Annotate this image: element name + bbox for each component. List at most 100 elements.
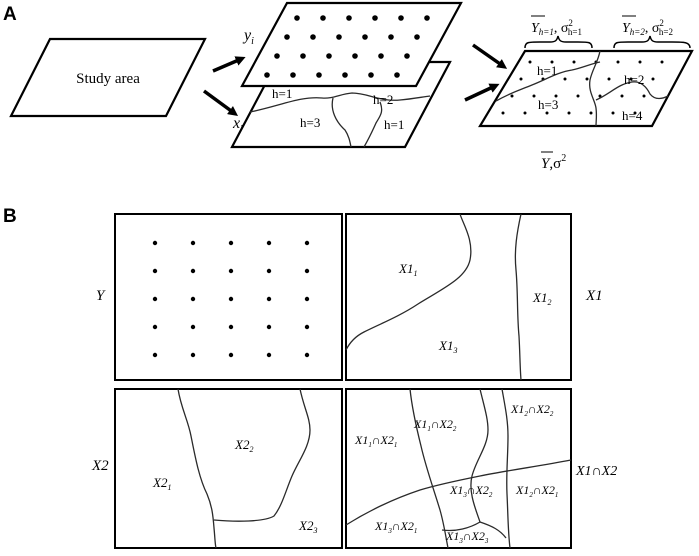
result-boundary-horizontal — [495, 61, 601, 102]
sample-point — [342, 72, 348, 78]
sample-point — [510, 94, 514, 98]
study-area-parallelogram — [9, 37, 207, 118]
sample-point — [545, 111, 549, 115]
sample-point — [501, 111, 505, 115]
sample-point — [633, 111, 637, 115]
sample-points-layer — [240, 1, 463, 88]
sample-point — [190, 296, 196, 302]
y-sample-grid — [152, 240, 310, 358]
overlay-zone-label: X12∩X22 — [510, 402, 554, 418]
arrow-to-y-layer — [212, 56, 246, 73]
x2-boundary-left — [177, 388, 217, 549]
sample-point — [629, 77, 633, 81]
overlay-zone-label: X11∩X21 — [354, 433, 397, 449]
sample-point — [190, 324, 196, 330]
sample-point — [304, 240, 310, 246]
x1-box — [345, 213, 572, 381]
sample-point — [190, 352, 196, 358]
sample-point — [264, 72, 270, 78]
sample-point — [228, 268, 234, 274]
strata-boundary-horizontal — [249, 92, 431, 113]
x1-boundary-left — [345, 213, 472, 351]
sample-point — [563, 77, 567, 81]
sample-point — [304, 296, 310, 302]
sample-point — [554, 94, 558, 98]
lower-stratum-label: h=2 — [373, 92, 393, 107]
strata-boundary-vertical — [331, 97, 352, 148]
sample-point — [346, 15, 352, 21]
sample-point — [266, 296, 272, 302]
panel-b-letter: B — [3, 206, 17, 227]
sample-point — [372, 15, 378, 21]
x1-boundary-right — [514, 213, 522, 381]
sample-point — [638, 60, 642, 64]
x1-x2-overlay-box — [345, 388, 572, 549]
sample-point — [572, 60, 576, 64]
sample-point — [523, 111, 527, 115]
global-estimate-label: Y,σ2 — [541, 153, 566, 172]
arrow-from-y-layer — [471, 43, 508, 69]
overlay-boundary — [345, 459, 572, 526]
sample-point — [304, 268, 310, 274]
sample-point — [550, 60, 554, 64]
panel-a-letter: A — [3, 4, 17, 25]
overlay-zone-label: X13∩X21 — [374, 519, 417, 535]
overlay-zone-label: X13∩X23 — [445, 529, 489, 545]
overlay-zone-label: X12∩X21 — [515, 483, 558, 499]
x1-zone-label: X12 — [532, 290, 551, 307]
sample-point — [642, 94, 646, 98]
brace-left — [524, 35, 593, 49]
x2-zone-label: X23 — [298, 518, 317, 535]
result-stratum-label: h=2 — [624, 72, 644, 87]
sample-point — [528, 60, 532, 64]
sample-point — [266, 240, 272, 246]
x2-boundary-right — [213, 388, 311, 522]
sample-point — [300, 53, 306, 59]
sample-point — [362, 34, 368, 40]
x1-label: X1 — [585, 288, 603, 304]
arrow-from-x-layer — [464, 83, 500, 102]
sample-point — [152, 268, 158, 274]
sample-point — [585, 77, 589, 81]
sample-point — [290, 72, 296, 78]
sample-point — [414, 34, 420, 40]
sample-point — [228, 296, 234, 302]
y-sample-box — [114, 213, 343, 381]
sample-point — [660, 60, 664, 64]
result-sample-points — [501, 60, 664, 115]
brace-right — [613, 35, 691, 49]
sample-point — [266, 324, 272, 330]
y-i-label: yi — [242, 27, 254, 47]
result-boundary-vertical — [588, 50, 601, 127]
sample-point — [152, 324, 158, 330]
sample-point — [228, 352, 234, 358]
overlay-boundary — [501, 388, 511, 549]
lower-stratum-label: h=1 — [272, 86, 292, 101]
sample-point — [611, 111, 615, 115]
sample-point — [519, 77, 523, 81]
study-area-label: Study area — [76, 71, 140, 87]
lower-stratum-label: h=1 — [384, 117, 404, 132]
arrow-to-x-layer — [202, 89, 239, 116]
result-stratum-label: h=4 — [622, 108, 643, 123]
x2-label: X2 — [91, 458, 109, 474]
sample-point — [576, 94, 580, 98]
sample-point — [152, 240, 158, 246]
sample-point — [326, 53, 332, 59]
result-layer — [478, 49, 694, 128]
sample-point — [368, 72, 374, 78]
sample-point — [304, 324, 310, 330]
strata-boundary-right — [363, 101, 383, 148]
sample-point — [152, 296, 158, 302]
sample-point — [266, 352, 272, 358]
sample-point — [616, 60, 620, 64]
x1-zone-label: X13 — [438, 338, 457, 355]
sample-point — [394, 72, 400, 78]
sample-point — [388, 34, 394, 40]
sample-point — [284, 34, 290, 40]
sample-point — [352, 53, 358, 59]
x2-zone-label: X21 — [152, 475, 171, 492]
